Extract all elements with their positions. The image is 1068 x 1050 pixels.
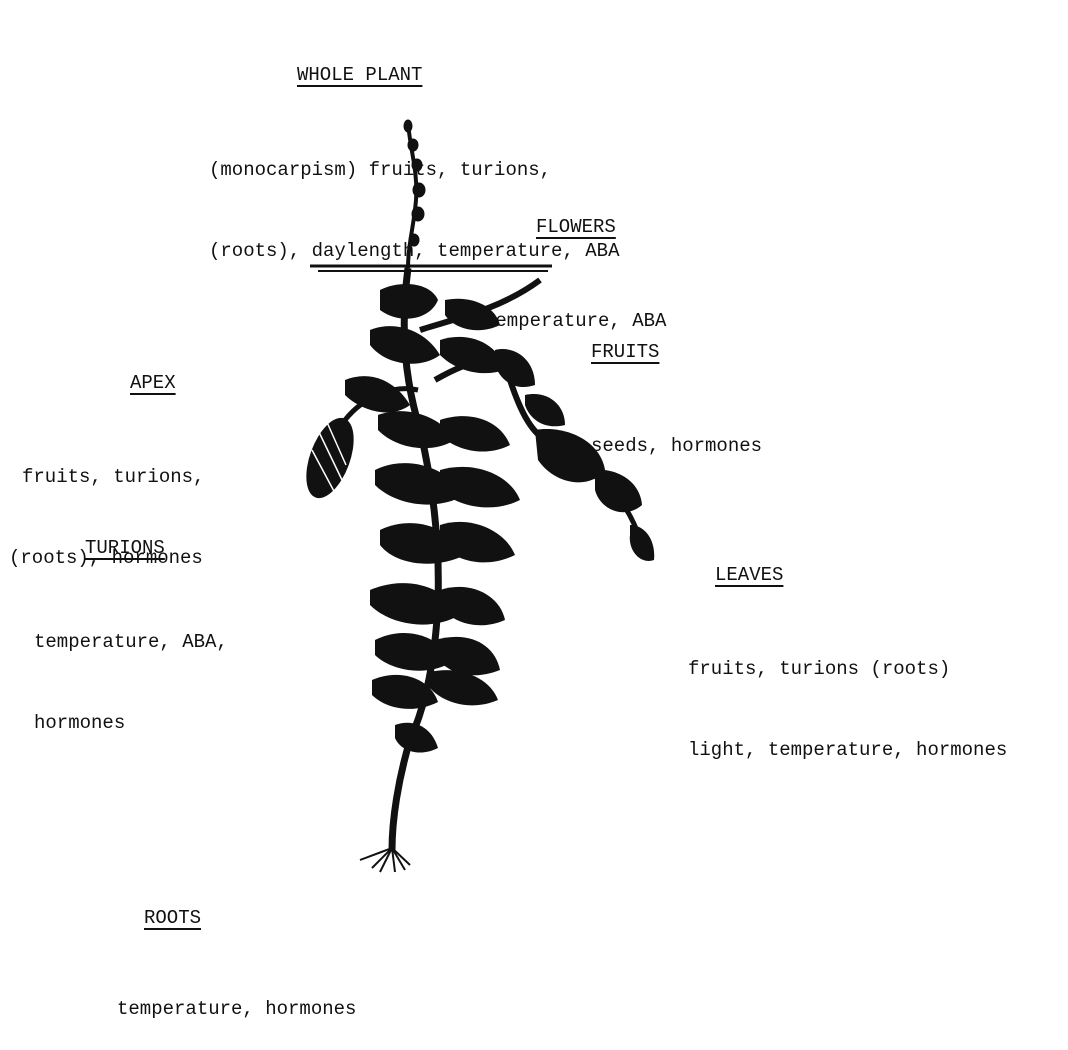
apex-heading: APEX xyxy=(130,372,176,394)
turions-line-2: hormones xyxy=(34,710,228,737)
roots-heading: ROOTS xyxy=(144,907,201,929)
leaves-line-1: fruits, turions (roots) xyxy=(688,656,1007,683)
fruits-label: FRUITS seeds, hormones xyxy=(591,285,762,487)
roots xyxy=(360,848,410,872)
fruits-heading: FRUITS xyxy=(591,341,659,363)
leaves-label: LEAVES fruits, turions (roots) light, te… xyxy=(688,508,1007,791)
roots-label: ROOTS temperature, hormones xyxy=(117,851,356,1050)
roots-line-1: temperature, hormones xyxy=(117,996,356,1023)
turions-line-1: temperature, ABA, xyxy=(34,629,228,656)
flowers-heading: FLOWERS xyxy=(536,216,616,238)
turions-heading: TURIONS xyxy=(85,537,165,559)
whole-plant-heading: WHOLE PLANT xyxy=(297,64,422,86)
fruits-line-1: seeds, hormones xyxy=(591,433,762,460)
turions-label: TURIONS temperature, ABA, hormones xyxy=(34,481,228,764)
leaves-line-2: light, temperature, hormones xyxy=(688,737,1007,764)
leaves-heading: LEAVES xyxy=(715,564,783,586)
turion-shape xyxy=(297,412,363,505)
